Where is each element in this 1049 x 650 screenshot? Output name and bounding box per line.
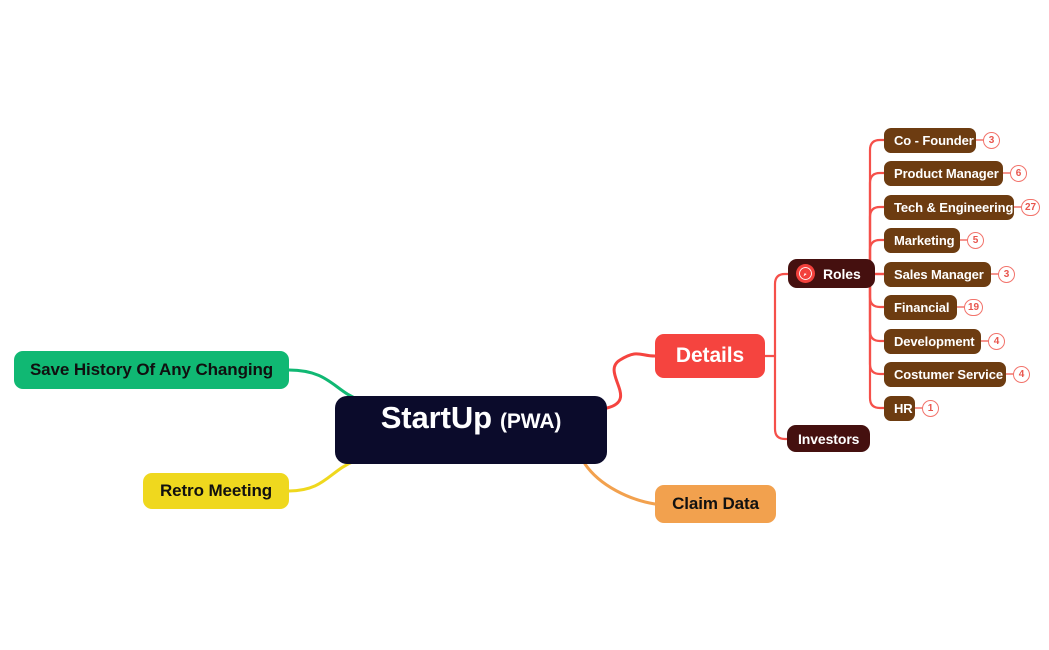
branch-node-save-history[interactable]: Save History Of Any Changing xyxy=(14,351,289,389)
role-count-badge: 6 xyxy=(1010,164,1027,182)
branch-label-retro-meeting: Retro Meeting xyxy=(159,481,273,500)
role-count-badge: 4 xyxy=(1013,365,1030,383)
role-node-label: Marketing xyxy=(894,232,955,248)
role-count-badge: 27 xyxy=(1021,198,1041,216)
connector-trunk-roles xyxy=(773,272,790,358)
role-node[interactable]: Costumer Service xyxy=(884,361,1006,387)
connector-root-details xyxy=(605,352,657,410)
branch-node-claim-data[interactable]: Claim Data xyxy=(655,485,776,523)
root-node[interactable]: StartUp (PWA) xyxy=(335,396,607,464)
role-count-badge: 1 xyxy=(922,399,939,417)
node-roles[interactable]: Roles xyxy=(788,259,875,288)
role-node-label: Product Manager xyxy=(894,165,999,181)
role-node[interactable]: Sales Manager xyxy=(884,261,991,287)
role-node-label: Co - Founder xyxy=(894,132,974,148)
role-node[interactable]: Product Manager xyxy=(884,160,1003,186)
role-count-badge: 4 xyxy=(988,332,1005,350)
role-node-label: Sales Manager xyxy=(894,266,984,282)
role-count-badge: 3 xyxy=(998,265,1015,283)
role-node[interactable]: Financial xyxy=(884,294,957,320)
role-node[interactable]: Tech & Engineering xyxy=(884,194,1014,220)
node-investors[interactable]: Investors xyxy=(787,425,871,452)
role-node[interactable]: Development xyxy=(884,328,981,354)
role-node-label: Financial xyxy=(894,299,950,315)
branch-node-details[interactable]: Details xyxy=(655,334,765,378)
branch-label-details: Details xyxy=(675,344,745,367)
role-node-label: Development xyxy=(894,333,975,349)
role-count-badge: 19 xyxy=(964,298,984,316)
root-label-main: StartUp xyxy=(380,400,492,435)
branch-label-save-history: Save History Of Any Changing xyxy=(29,360,274,379)
connector-trunk-investors xyxy=(773,354,790,441)
role-node[interactable]: Co - Founder xyxy=(884,127,976,153)
root-label-sub: (PWA) xyxy=(499,410,562,433)
role-node-label: HR xyxy=(894,400,913,416)
connector-root-retro-meeting xyxy=(287,459,357,493)
role-node-label: Tech & Engineering xyxy=(894,199,1014,215)
node-roles-label: Roles xyxy=(823,265,861,282)
role-count-badge: 5 xyxy=(967,231,984,249)
role-count-badge: 3 xyxy=(983,131,1000,149)
role-node[interactable]: Marketing xyxy=(884,227,960,253)
role-node-label: Costumer Service xyxy=(894,366,1003,382)
pin-icon xyxy=(796,264,815,283)
role-node[interactable]: HR xyxy=(884,395,915,421)
connector-root-claim-data xyxy=(583,462,657,506)
branch-node-retro-meeting[interactable]: Retro Meeting xyxy=(143,473,289,509)
node-investors-label: Investors xyxy=(798,430,860,447)
branch-label-claim-data: Claim Data xyxy=(672,494,759,513)
